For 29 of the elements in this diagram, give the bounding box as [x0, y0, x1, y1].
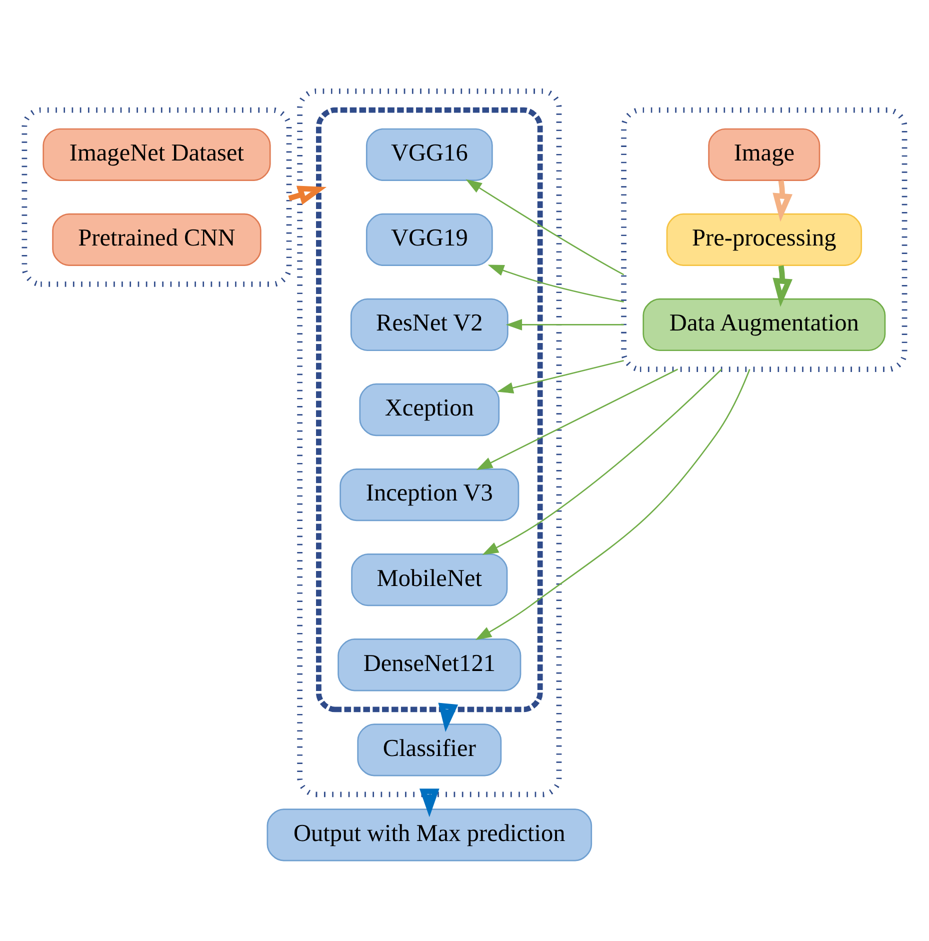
arrow: [476, 368, 678, 470]
node-box: VGG16: [366, 128, 493, 181]
arrow: [506, 319, 624, 330]
node-box: ImageNet Dataset: [42, 128, 271, 181]
node-box: Classifier: [357, 724, 502, 776]
arrow: [482, 368, 722, 555]
arrow: [772, 265, 792, 307]
arrow: [488, 264, 624, 302]
cluster: [316, 107, 543, 712]
node-box: ResNet V2: [350, 298, 508, 352]
node-box: Pretrained CNN: [52, 213, 262, 266]
arrow: [288, 186, 327, 205]
node-box: Xception: [359, 383, 500, 436]
node-box: Image: [708, 128, 820, 181]
cluster: [22, 107, 292, 287]
node-box: Pre-processing: [666, 213, 862, 266]
arrow: [466, 179, 624, 276]
node-box: DenseNet121: [338, 638, 522, 692]
node-box: VGG19: [366, 213, 493, 266]
node-box: Output with Max prediction: [266, 808, 592, 862]
cluster: [621, 107, 908, 372]
arrow: [419, 788, 440, 818]
node-box: MobileNet: [351, 554, 508, 606]
arrow: [438, 702, 458, 732]
node-box: Inception V3: [340, 468, 520, 522]
arrow: [772, 180, 792, 222]
arrow: [497, 360, 624, 394]
arrow: [475, 369, 750, 640]
node-box: Data Augmentation: [642, 298, 886, 352]
